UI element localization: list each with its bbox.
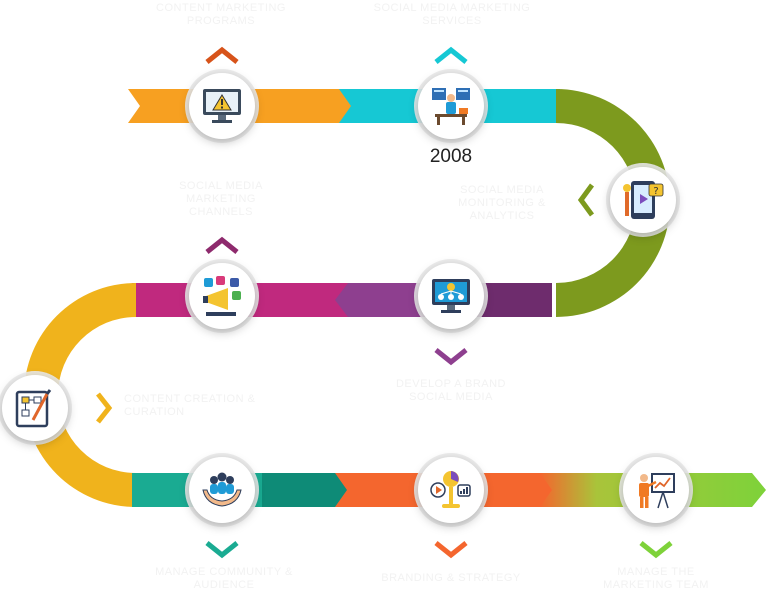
chevron-down-icon xyxy=(434,541,468,559)
monitor-warning-icon xyxy=(203,89,241,123)
step-label-channels: SOCIAL MEDIA MARKETING CHANNELS xyxy=(179,180,263,218)
svg-text:?: ? xyxy=(653,186,658,197)
step-node-channels[interactable] xyxy=(189,263,255,329)
chevron-down-icon xyxy=(434,348,468,366)
tablet-video-question-icon: ? xyxy=(623,181,664,219)
analyst-workstation-icon xyxy=(432,88,470,125)
chevron-down-icon xyxy=(639,541,673,559)
step-node-content-creation[interactable] xyxy=(2,375,68,441)
step-node-brand[interactable] xyxy=(418,263,484,329)
step-label-community: MANAGE COMMUNITY & AUDIENCE xyxy=(155,566,293,591)
chevron-up-icon xyxy=(205,46,239,64)
chevron-down-icon xyxy=(205,541,239,559)
presenter-board-icon xyxy=(639,473,675,509)
step-label-content-marketing: CONTENT MARKETING PROGRAMS xyxy=(156,2,286,27)
megaphone-social-icon xyxy=(203,276,241,316)
step-label-brand: DEVELOP A BRAND SOCIAL MEDIA xyxy=(395,378,506,403)
step-node-monitoring[interactable]: ? xyxy=(610,167,676,233)
chevron-left-icon xyxy=(577,183,595,217)
chevron-right-icon xyxy=(96,392,113,424)
strategy-charts-icon xyxy=(430,471,471,508)
step-node-community[interactable] xyxy=(189,457,255,523)
year-label: 2008 xyxy=(429,146,473,167)
track-curve-left xyxy=(24,283,136,507)
step-label-branding: BRANDING & STRATEGY xyxy=(381,572,521,584)
flowchart-board-icon xyxy=(15,389,52,428)
step-label-team: MANAGE THE MARKETING TEAM xyxy=(603,566,709,591)
community-hands-icon xyxy=(202,472,242,507)
step-label-monitoring: SOCIAL MEDIA MONITORING & ANALYTICS xyxy=(458,184,546,222)
track-curve-right xyxy=(556,89,670,317)
track-segment-dark-teal xyxy=(262,473,352,507)
network-monitor-icon xyxy=(432,279,470,313)
chevron-up-icon xyxy=(434,46,468,64)
step-node-social-services[interactable] xyxy=(418,73,484,139)
chevron-up-icon xyxy=(205,236,239,254)
step-label-content-creation: CONTENT CREATION & CURATION xyxy=(124,393,256,418)
step-node-team[interactable] xyxy=(623,457,689,523)
step-node-content-marketing[interactable] xyxy=(189,73,255,139)
step-label-social-services: SOCIAL MEDIA MARKETING SERVICES xyxy=(373,2,531,27)
step-node-branding[interactable] xyxy=(418,457,484,523)
